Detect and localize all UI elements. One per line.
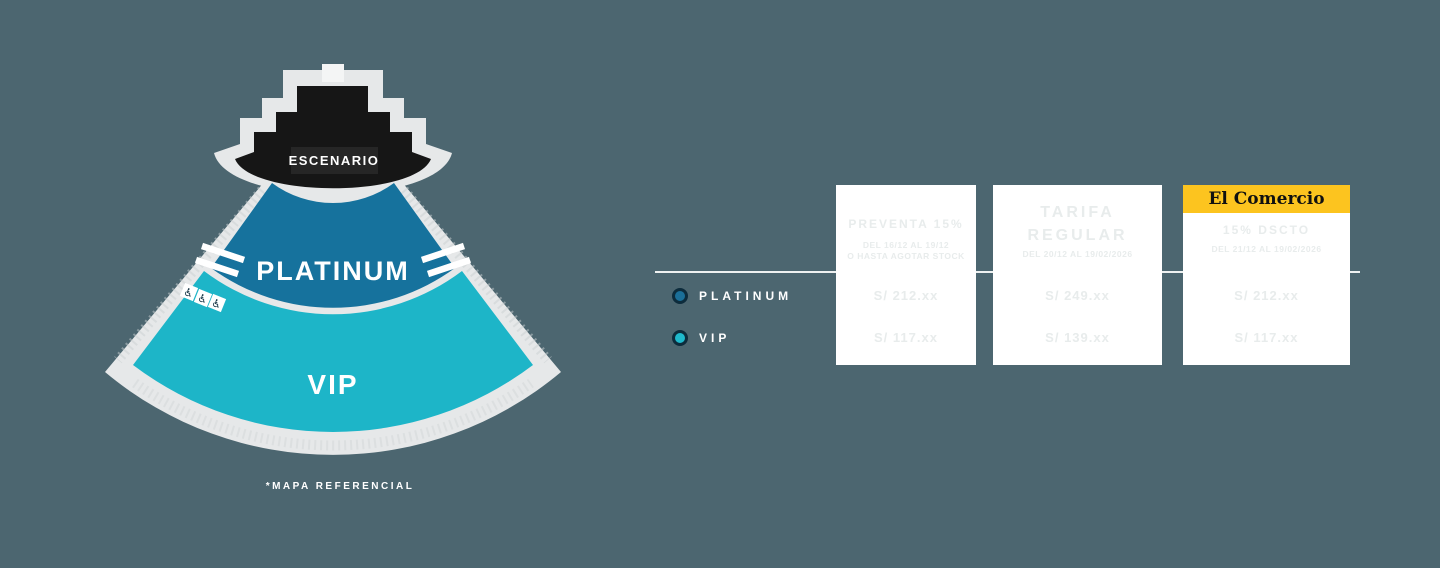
price-card-regular: TARIFA REGULAR DEL 20/12 AL 19/02/2026 S… — [993, 185, 1162, 365]
wheelchair-icon: ♿ — [207, 293, 227, 313]
card-dates: DEL 20/12 AL 19/02/2026 — [1022, 249, 1133, 259]
el-comercio-banner: El Comercio — [1183, 185, 1350, 213]
vip-section-label: VIP — [307, 369, 358, 400]
price-card-preventa: PREVENTA 15% DEL 16/12 AL 19/12 O HASTA … — [836, 185, 976, 365]
price-card-el-comercio: El Comercio 15% DSCTO DEL 21/12 AL 19/02… — [1183, 185, 1350, 365]
legend-item-platinum: PLATINUM — [672, 288, 792, 304]
stage-label: ESCENARIO — [289, 153, 380, 168]
legend-label-platinum: PLATINUM — [699, 289, 793, 303]
stairs-ticks-bottom — [132, 378, 534, 451]
map-footnote: *MAPA REFERENCIAL — [265, 481, 415, 492]
card-title: TARIFA REGULAR — [1027, 204, 1128, 244]
zone-legend: PLATINUM VIP — [672, 288, 792, 346]
stairs-ticks-left — [114, 186, 266, 364]
card-dates: DEL 21/12 AL 19/02/2026 — [1211, 244, 1322, 254]
price-platinum: S/ 249.xx — [1045, 288, 1110, 303]
svg-text:♿: ♿ — [210, 296, 224, 312]
card-dates: DEL 16/12 AL 19/12 O HASTA AGOTAR STOCK — [847, 240, 965, 261]
platinum-dot-icon — [672, 288, 688, 304]
card-promo: 15% DSCTO — [1222, 223, 1311, 237]
svg-text:♿: ♿ — [182, 285, 196, 301]
aisle-gaps — [194, 242, 472, 278]
venue-map: ESCENARIO PLATINUM VIP ♿ ♿ ♿ — [105, 64, 561, 455]
el-comercio-logo: El Comercio — [1208, 189, 1325, 209]
stage-shape — [235, 86, 431, 189]
stage-label-box — [291, 147, 378, 174]
stairs-ticks-right — [400, 186, 552, 364]
legend-item-vip: VIP — [672, 330, 792, 346]
platinum-section-label: PLATINUM — [256, 256, 409, 286]
price-platinum: S/ 212.xx — [873, 288, 939, 303]
price-vip: S/ 117.xx — [1234, 330, 1299, 345]
legend-label-vip: VIP — [699, 331, 731, 345]
card-title: PREVENTA 15% — [848, 217, 964, 231]
stage-top-notch — [322, 64, 344, 82]
vip-dot-icon — [672, 330, 688, 346]
section-vip[interactable] — [133, 271, 533, 433]
wheelchair-icon: ♿ — [193, 288, 213, 308]
price-vip: S/ 139.xx — [1045, 330, 1110, 345]
wheelchair-icon: ♿ — [179, 282, 199, 302]
price-vip: S/ 117.xx — [874, 330, 938, 345]
svg-text:♿: ♿ — [196, 291, 210, 307]
section-platinum[interactable] — [211, 183, 455, 308]
price-platinum: S/ 212.xx — [1234, 288, 1299, 303]
